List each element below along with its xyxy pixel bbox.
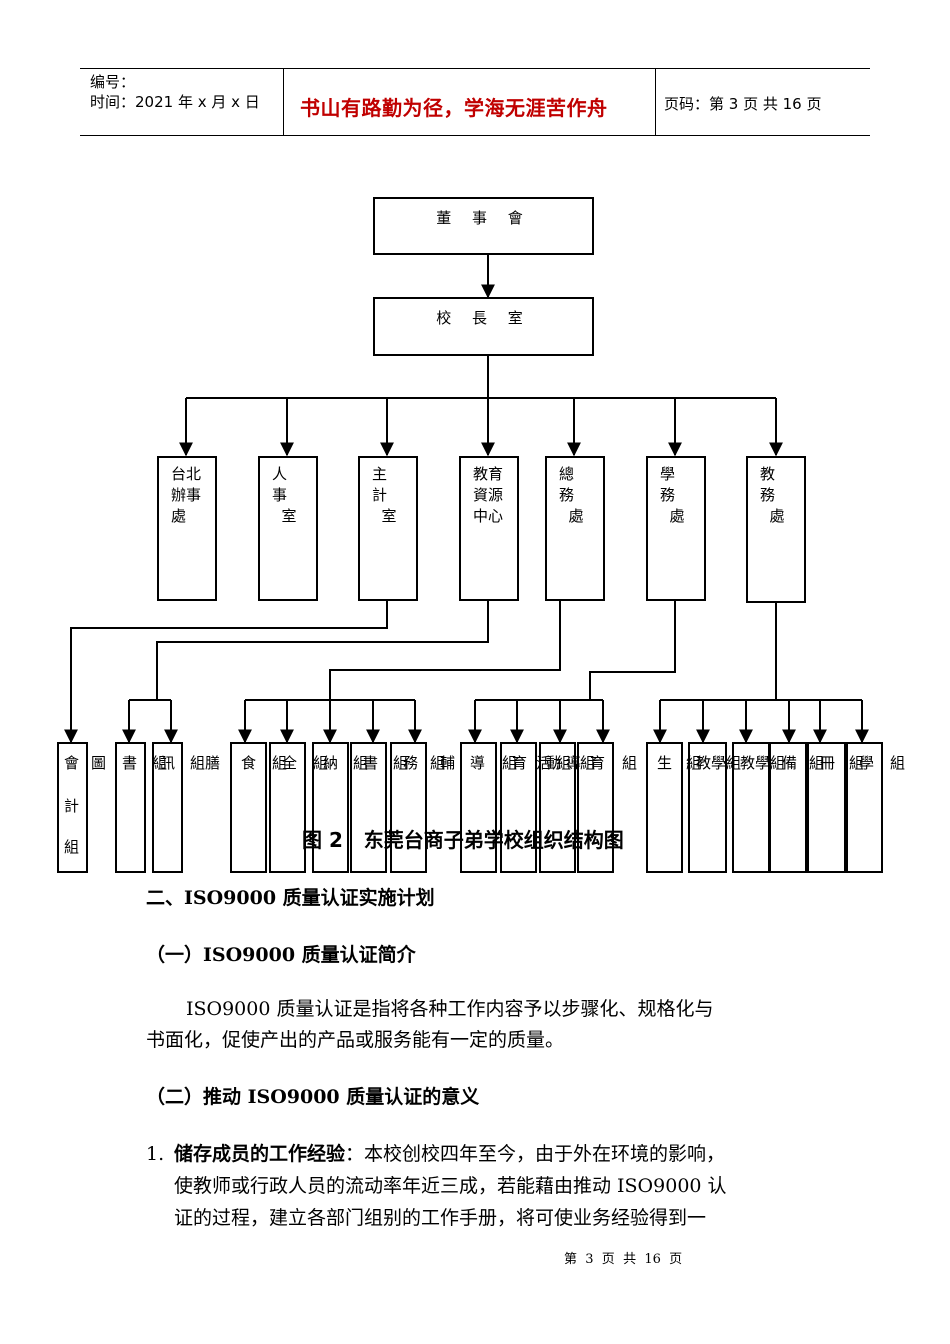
header-divider-right xyxy=(655,68,656,135)
dept-education-resources: 教育 資源 中心 xyxy=(459,456,519,601)
leaf-label: 組 xyxy=(726,754,742,772)
dept-label: 教育 資源 中心 xyxy=(473,465,504,525)
page-footer: 第 3 页 共 16 页 xyxy=(564,1252,683,1267)
leaf-label: 生 xyxy=(657,754,673,772)
leaf-box-teaching-group-a xyxy=(688,742,727,873)
leaf-box-study-group xyxy=(846,742,883,873)
leaf-label: 組 xyxy=(272,754,288,772)
time-label: 时间：2021 年 x 月 x 日 xyxy=(90,93,260,111)
leaf-label: 育 xyxy=(512,754,528,772)
leaf-label: 導 xyxy=(470,754,486,772)
leaf-box-counseling-group xyxy=(460,742,497,873)
dept-personnel: 人 事 室 xyxy=(258,456,318,601)
leaf-box-health-group xyxy=(646,742,683,873)
leaf-label: 教學 xyxy=(740,754,771,772)
leaf-box-teaching-group-b xyxy=(732,742,771,873)
leaf-label: 組 xyxy=(580,754,596,772)
leaf-box-equipment-group xyxy=(768,742,807,873)
list-item-number: 1. xyxy=(146,1143,165,1165)
leaf-label: 圖 xyxy=(91,754,107,772)
leaf-label: 書 xyxy=(363,754,379,772)
section-title: 二、ISO9000 质量认证实施计划 xyxy=(146,887,435,909)
leaf-box-affairs-group xyxy=(390,742,427,873)
dept-label: 人 事 室 xyxy=(272,465,297,525)
leaf-label: 輔 xyxy=(440,754,456,772)
leaf-box-registry-group xyxy=(807,742,846,873)
leaf-box-sports-group xyxy=(500,742,537,873)
leaf-label: 組 xyxy=(430,754,446,772)
leaf-box-safety-group xyxy=(269,742,306,873)
leaf-box-library-group xyxy=(115,742,146,873)
subsection-title-1: （一）ISO9000 质量认证简介 xyxy=(146,944,416,966)
list-item-line: 储存成员的工作经验：本校创校四年至今，由于外在环境的影响， xyxy=(174,1138,725,1170)
leaf-box-secretary-group xyxy=(350,742,387,873)
board-box: 董 事 會 xyxy=(373,197,594,255)
leaf-label: 組 xyxy=(809,754,825,772)
leaf-label: 教學 xyxy=(696,754,727,772)
leaf-label: 務 xyxy=(403,754,419,772)
leaf-box-guidance-group xyxy=(577,742,614,873)
leaf-label: 組膳 xyxy=(190,754,221,772)
dept-label: 台北 辦事 處 xyxy=(171,465,202,525)
leaf-box-activity-group xyxy=(539,742,576,873)
leaf-label: 組 xyxy=(556,754,572,772)
dept-accounting: 主 計 室 xyxy=(358,456,418,601)
principal-box: 校 長 室 xyxy=(373,297,594,356)
leaf-label: 組 xyxy=(64,838,80,856)
leaf-label: 組 xyxy=(393,754,409,772)
leaf-box-info-group xyxy=(152,742,183,873)
leaf-label: 冊 xyxy=(820,754,836,772)
leaf-label: 組 xyxy=(686,754,702,772)
paragraph-line: 书面化，促使产出的产品或服务能有一定的质量。 xyxy=(146,1029,565,1051)
leaf-label: 育 xyxy=(590,754,606,772)
leaf-label: 食 xyxy=(241,754,257,772)
list-item-line: 使教师或行政人员的流动率年近三成，若能藉由推动 ISO9000 认 xyxy=(174,1175,727,1197)
dept-label: 主 計 室 xyxy=(372,465,397,525)
leaf-label: 訊 xyxy=(160,754,176,772)
leaf-label: 組 xyxy=(152,754,168,772)
list-item-line: 证的过程，建立各部门组别的工作手册，将可使业务经验得到一 xyxy=(174,1207,707,1229)
leaf-label: 動 xyxy=(546,754,562,772)
list-item-text: ：本校创校四年至今，由于外在环境的影响， xyxy=(345,1143,726,1165)
header-bottom-rule xyxy=(80,135,870,136)
leaf-label: 導 xyxy=(566,754,582,772)
dept-student-affairs: 學 務 處 xyxy=(646,456,706,601)
leaf-label: 計 xyxy=(64,797,80,815)
leaf-label: 納 xyxy=(323,754,339,772)
leaf-label: 會 xyxy=(64,754,80,772)
dept-label: 學 務 處 xyxy=(660,465,685,525)
board-label: 董 事 會 xyxy=(436,209,531,227)
leaf-label: 組 xyxy=(502,754,518,772)
leaf-box-cashier-group xyxy=(312,742,349,873)
leaf-box-accounting-group xyxy=(57,742,88,873)
leaf-label: 全 xyxy=(282,754,298,772)
motto: 书山有路勤为径，学海无涯苦作舟 xyxy=(300,96,608,120)
leaf-box-catering-group xyxy=(230,742,267,873)
leaf-label: 備 xyxy=(782,754,798,772)
principal-label: 校 長 室 xyxy=(436,309,531,327)
leaf-label: 組 xyxy=(313,754,329,772)
page-info: 页码：第 3 页 共 16 页 xyxy=(664,95,822,113)
subsection-title-2: （二）推动 ISO9000 质量认证的意义 xyxy=(146,1086,480,1108)
leaf-label: 組 xyxy=(353,754,369,772)
dept-academic-affairs: 教 務 處 xyxy=(746,456,806,603)
dept-taipei-office: 台北 辦事 處 xyxy=(157,456,217,601)
figure-caption: 图 2 东莞台商子弟学校组织结构图 xyxy=(302,828,624,852)
header-top-rule xyxy=(80,68,870,69)
leaf-label: 組 xyxy=(770,754,786,772)
leaf-label: 組 xyxy=(849,754,865,772)
dept-general-affairs: 總 務 處 xyxy=(545,456,605,601)
org-chart-connectors xyxy=(64,255,869,744)
leaf-label: 學 xyxy=(859,754,875,772)
paragraph-line: ISO9000 质量认证是指将各种工作内容予以步骤化、规格化与 xyxy=(186,998,714,1020)
dept-label: 總 務 處 xyxy=(559,465,584,525)
serial-label: 编号： xyxy=(90,73,136,91)
dept-label: 教 務 處 xyxy=(760,465,785,525)
leaf-label: 組 xyxy=(622,754,638,772)
leaf-label: 書 xyxy=(122,754,138,772)
leaf-label: 組 xyxy=(890,754,906,772)
leaf-label: 活 xyxy=(536,754,552,772)
list-item-bold: 储存成员的工作经验 xyxy=(174,1143,346,1165)
header-divider-left xyxy=(283,68,284,135)
